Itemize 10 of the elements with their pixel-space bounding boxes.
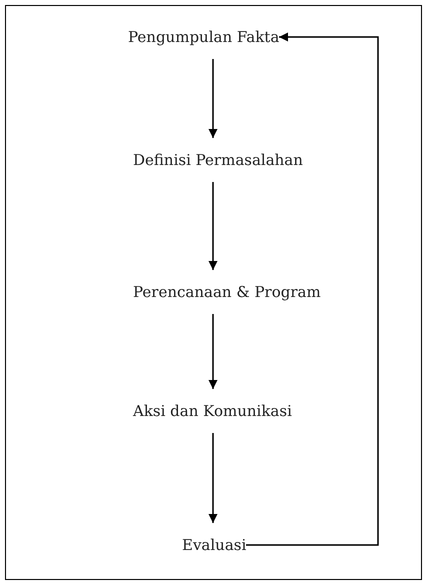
step-label: Aksi dan Komunikasi [133,401,292,421]
arrow [208,433,218,523]
step-label: Pengumpulan Fakta [128,27,280,47]
step-label: Perencanaan & Program [133,282,321,302]
arrow [208,314,218,389]
arrow [208,59,218,138]
step-label: Definisi Permasalahan [133,150,303,170]
arrow [246,32,379,546]
arrow [208,182,218,270]
step-label: Evaluasi [182,535,246,555]
